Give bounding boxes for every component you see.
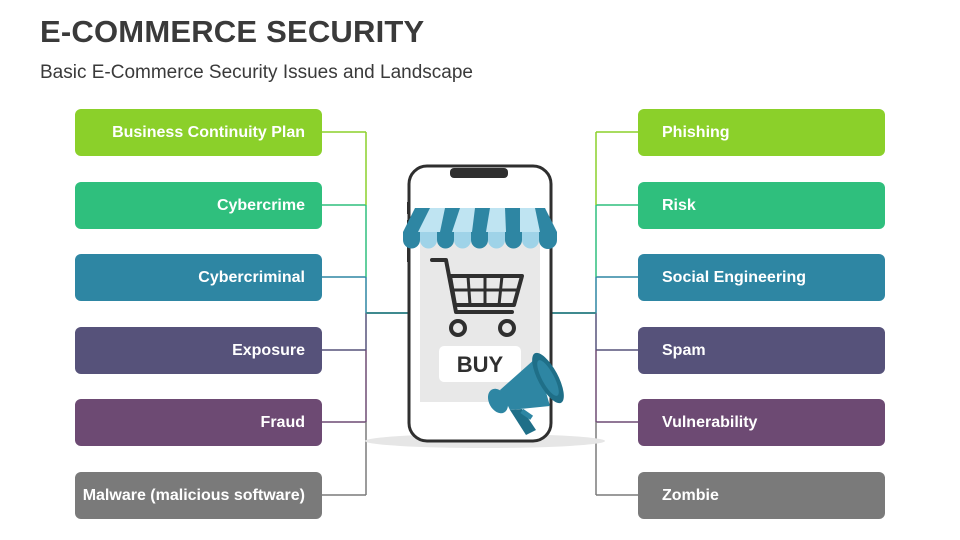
box-business-continuity-plan: Business Continuity Plan bbox=[75, 109, 322, 156]
box-label: Business Continuity Plan bbox=[112, 123, 305, 141]
box-zombie: Zombie bbox=[638, 472, 885, 519]
buy-label-box bbox=[439, 346, 521, 382]
megaphone-icon bbox=[487, 352, 564, 435]
box-fraud: Fraud bbox=[75, 399, 322, 446]
store-awning-icon bbox=[403, 208, 557, 249]
box-label: Cybercrime bbox=[216, 196, 305, 214]
box-social-engineering: Social Engineering bbox=[638, 254, 885, 301]
box-exposure: Exposure bbox=[75, 327, 322, 374]
box-phishing: Phishing bbox=[638, 109, 885, 156]
box-vulnerability: Vulnerability bbox=[638, 399, 885, 446]
box-spam: Spam bbox=[638, 327, 885, 374]
box-label: Vulnerability bbox=[662, 413, 758, 431]
shopping-cart-icon bbox=[430, 258, 524, 337]
box-label: Spam bbox=[662, 341, 706, 359]
page-title: E-COMMERCE SECURITY bbox=[40, 14, 425, 49]
box-label: Social Engineering bbox=[662, 268, 807, 286]
box-label: Cybercriminal bbox=[198, 268, 305, 286]
buy-label: BUY bbox=[457, 352, 504, 377]
box-label: Malware (malicious software) bbox=[82, 486, 305, 504]
box-label: Zombie bbox=[662, 486, 719, 504]
box-label: Fraud bbox=[260, 413, 305, 431]
box-label: Phishing bbox=[662, 123, 730, 141]
box-risk: Risk bbox=[638, 182, 885, 229]
box-cybercrime: Cybercrime bbox=[75, 182, 322, 229]
box-cybercriminal: Cybercriminal bbox=[75, 254, 322, 301]
box-label: Exposure bbox=[232, 341, 305, 359]
page-subtitle: Basic E-Commerce Security Issues and Lan… bbox=[40, 62, 473, 83]
box-malware: Malware (malicious software) bbox=[75, 472, 322, 519]
box-label: Risk bbox=[662, 196, 696, 214]
smartphone-illustration: BUY bbox=[365, 164, 605, 448]
